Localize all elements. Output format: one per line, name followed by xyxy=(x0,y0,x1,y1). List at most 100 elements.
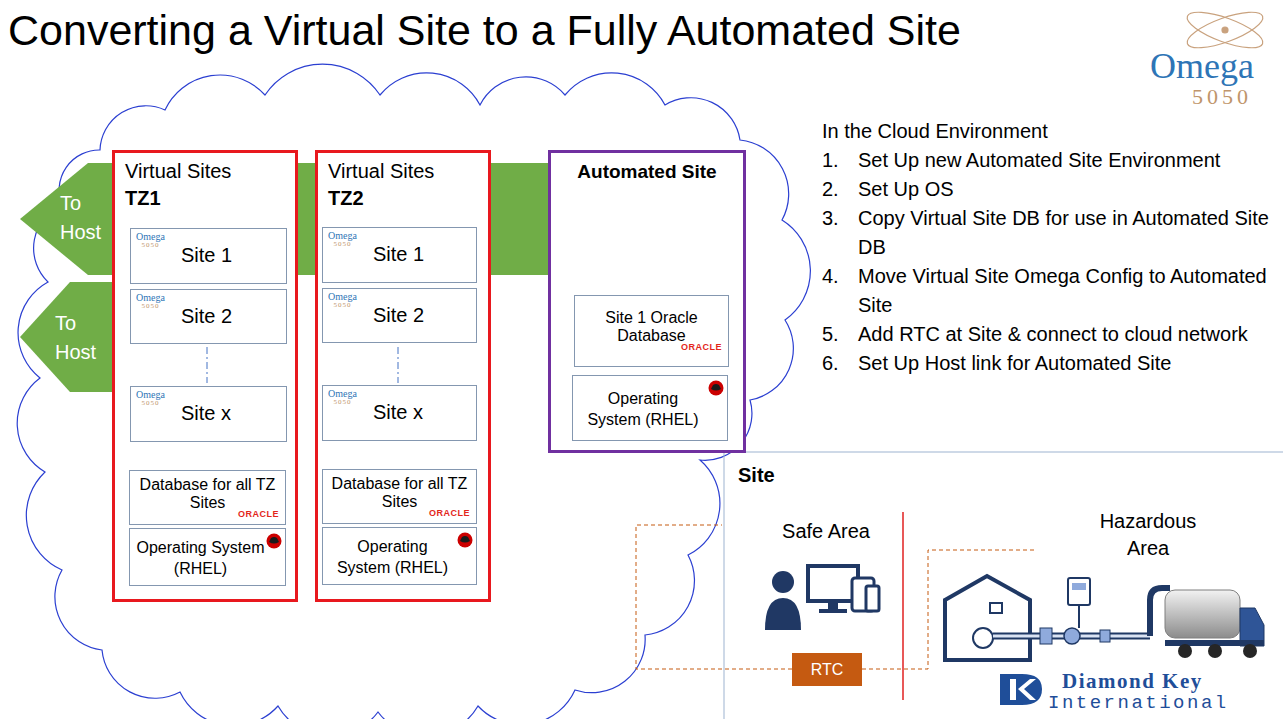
step-item: 2.Set Up OS xyxy=(822,175,1277,204)
site-name: Site 2 xyxy=(181,303,282,329)
steps-list: In the Cloud Environment1.Set Up new Aut… xyxy=(822,117,1277,378)
preset-valve xyxy=(1100,630,1110,642)
building xyxy=(945,576,1030,660)
redhat-icon xyxy=(457,532,473,548)
company-logo-mark xyxy=(1000,674,1042,705)
logo-text: Omega xyxy=(328,231,357,241)
logo-text: Omega xyxy=(328,389,357,399)
control-valve xyxy=(1064,628,1080,644)
redhat-icon xyxy=(460,536,470,543)
truck-wheel xyxy=(1178,644,1192,658)
truck-wheel xyxy=(1208,644,1222,658)
redhat-icon xyxy=(267,534,282,549)
network-wire xyxy=(636,525,792,669)
step-number: 4. xyxy=(822,262,858,320)
meter-stem xyxy=(1078,605,1080,628)
database-box: Database for all TZ SitesORACLE xyxy=(129,470,286,525)
continuation-line xyxy=(207,347,208,383)
mini-logo: Omega5050 xyxy=(136,232,165,249)
mini-logo: Omega5050 xyxy=(328,292,357,309)
redhat-icon xyxy=(269,537,279,544)
truck-wheel xyxy=(1243,644,1257,658)
site-box: Omega5050Site 2 xyxy=(322,288,477,343)
redhat-icon xyxy=(711,384,721,391)
site-name: Site 1 xyxy=(181,242,282,268)
oracle-brand: ORACLE xyxy=(581,342,722,353)
company-name: Diamond Key xyxy=(1062,667,1203,695)
site-name: Site 2 xyxy=(373,302,472,328)
motor xyxy=(990,603,1002,613)
area-label: Safe Area xyxy=(776,518,876,545)
mini-logo: Omega5050 xyxy=(136,293,165,310)
network-wire xyxy=(862,550,1035,669)
area-label: Hazardous Area xyxy=(1088,508,1208,562)
logo-mark xyxy=(1000,674,1042,705)
redhat-icon xyxy=(709,381,724,396)
step-number: 3. xyxy=(822,204,858,262)
step-text: Copy Virtual Site DB for use in Automate… xyxy=(858,204,1277,262)
site-box: Omega5050Site 1 xyxy=(322,227,477,283)
arrow-label: To Host xyxy=(55,309,117,367)
meter xyxy=(1068,578,1090,605)
site-box: Omega5050Site x xyxy=(130,386,287,442)
logo-text: 5050 xyxy=(328,399,357,406)
logo-text: Omega xyxy=(1150,42,1254,91)
step-item: 5.Add RTC at Site & connect to cloud net… xyxy=(822,320,1277,349)
arrow-shape xyxy=(20,282,120,392)
page-title: Converting a Virtual Site to a Fully Aut… xyxy=(8,4,961,56)
site-name: Site x xyxy=(181,400,282,426)
site-name: Site x xyxy=(373,399,472,425)
step-text: Add RTC at Site & connect to cloud netwo… xyxy=(858,320,1277,349)
strainer xyxy=(1040,628,1052,644)
cloud-outline xyxy=(17,64,810,719)
step-number: 5. xyxy=(822,320,858,349)
arrow-shape xyxy=(20,282,120,392)
os-label: Operating System (RHEL) xyxy=(136,537,265,579)
panel-line xyxy=(724,452,725,719)
redhat-icon xyxy=(708,380,724,396)
person-icon xyxy=(772,571,794,593)
logo-text: 5050 xyxy=(136,400,165,407)
area-divider xyxy=(902,512,904,700)
continuation-line xyxy=(398,347,399,383)
database-box: Site 1 Oracle DatabaseORACLE xyxy=(574,295,729,367)
step-text: Set Up Host link for Automated Site xyxy=(858,349,1277,378)
site-box: Omega5050 Site x xyxy=(322,385,477,441)
mini-logo: Omega5050 xyxy=(136,390,165,407)
automated-site-group: Automated SiteSite 1 Oracle DatabaseORAC… xyxy=(548,150,746,453)
person-icon xyxy=(765,598,801,630)
phone-icon xyxy=(866,586,879,611)
step-text: Move Virtual Site Omega Config to Automa… xyxy=(858,262,1277,320)
mini-logo: Omega5050 xyxy=(328,231,357,248)
meter-display xyxy=(1072,583,1086,590)
database-label: Database for all TZ Sites xyxy=(136,476,279,512)
logo-text: Omega xyxy=(136,232,165,242)
group-heading: TZ2 xyxy=(328,185,478,212)
logo-text: Omega xyxy=(328,292,357,302)
logo-text: Omega xyxy=(136,293,165,303)
os-label: Operating System (RHEL) xyxy=(579,388,707,430)
group-heading: TZ1 xyxy=(125,185,285,212)
step-item: 1.Set Up new Automated Site Environment xyxy=(822,146,1277,175)
rtc-box: RTC xyxy=(792,653,862,686)
logo-text: 5050 xyxy=(328,302,357,309)
step-number: 1. xyxy=(822,146,858,175)
group-heading: Virtual Sites xyxy=(125,158,285,185)
step-item: 3.Copy Virtual Site DB for use in Automa… xyxy=(822,204,1277,262)
hazardous-area-illustration xyxy=(945,576,1264,660)
database-box: Database for all TZ SitesORACLE xyxy=(322,469,477,524)
group-heading: Automated Site xyxy=(557,159,737,185)
site-box: Omega5050Site 1 xyxy=(130,228,287,284)
logo-text: Omega xyxy=(136,390,165,400)
logo-text: 5050 xyxy=(328,241,357,248)
step-number: 6. xyxy=(822,349,858,378)
safe-area-icons xyxy=(765,566,879,630)
oracle-brand: ORACLE xyxy=(329,508,470,519)
redhat-icon xyxy=(458,533,473,548)
rtc-label: RTC xyxy=(811,660,844,680)
step-item: 4.Move Virtual Site Omega Config to Auto… xyxy=(822,262,1277,320)
timezone-group: Virtual SitesTZ2Omega5050Site 1Omega5050… xyxy=(315,150,491,602)
redhat-icon xyxy=(266,533,282,549)
steps-heading: In the Cloud Environment xyxy=(822,117,1277,146)
